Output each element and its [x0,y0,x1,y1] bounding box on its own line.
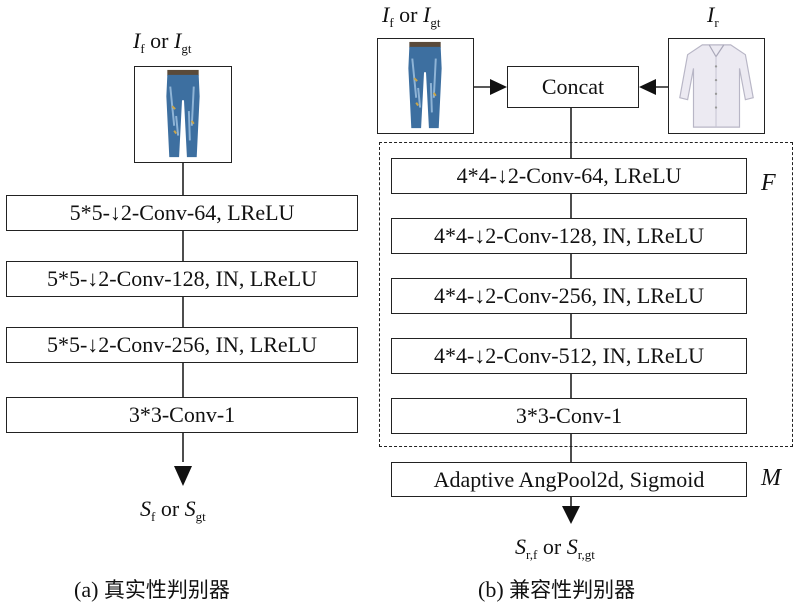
module-f-region [379,142,793,447]
layer-b-1: 4*4-↓2-Conv-64, LReLU [391,158,747,194]
pool-sigmoid-block: Adaptive AngPool2d, Sigmoid [391,462,747,497]
module-m-label: M [761,465,781,491]
caption-a: (a) 真实性判别器 [74,577,230,602]
layer-b-3: 4*4-↓2-Conv-256, IN, LReLU [391,278,747,314]
white-shirt-photo-icon [679,44,754,128]
output-arrow-a [174,466,192,486]
jeans-photo-icon [408,41,442,129]
layer-a-2: 5*5-↓2-Conv-128, IN, LReLU [6,261,358,297]
concat-block: Concat [507,66,639,108]
layer-a-3: 5*5-↓2-Conv-256, IN, LReLU [6,327,358,363]
layer-a-4: 3*3-Conv-1 [6,397,358,433]
output-label-b: Sr,f or Sr,gt [515,534,595,562]
layer-b-5: 3*3-Conv-1 [391,398,747,434]
output-label-a: Sf or Sgt [140,496,206,524]
output-arrow-b [562,506,580,524]
input-label-b-left: If or Igt [382,2,441,30]
input-label-a: If or Igt [133,28,192,56]
layer-b-2: 4*4-↓2-Conv-128, IN, LReLU [391,218,747,254]
shirt-photo [668,38,765,134]
jeans-photo [134,66,232,163]
input-label-b-right: Ir [707,2,719,30]
caption-b: (b) 兼容性判别器 [478,577,636,602]
module-f-label: F [761,170,776,196]
layer-a-1: 5*5-↓2-Conv-64, LReLU [6,195,358,231]
layer-b-4: 4*4-↓2-Conv-512, IN, LReLU [391,338,747,374]
jeans-photo-icon [166,69,200,158]
jeans-photo-b [377,38,474,134]
